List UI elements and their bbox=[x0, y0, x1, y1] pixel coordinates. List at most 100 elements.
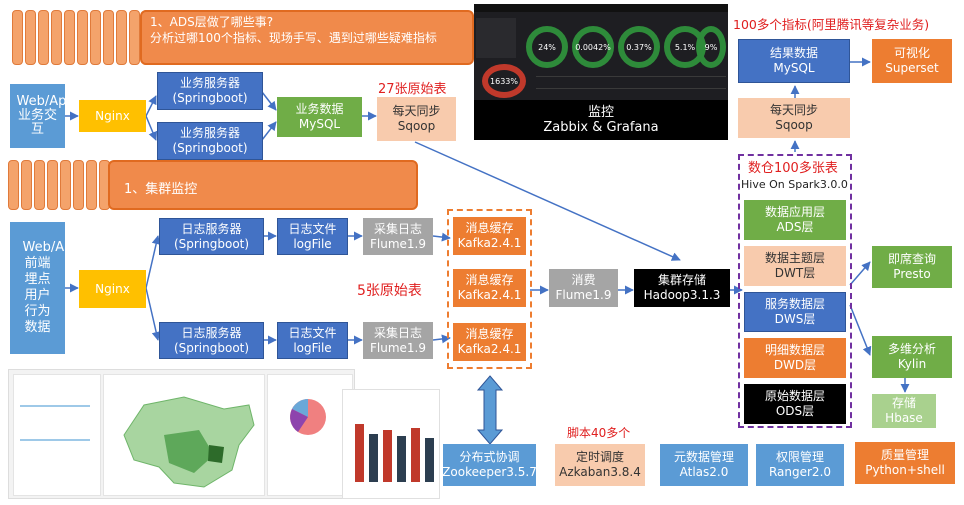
atlas: 元数据管理 Atlas2.0 bbox=[660, 444, 748, 486]
dashboard-panel-left bbox=[13, 374, 101, 496]
kafka-2-sub: Kafka2.4.1 bbox=[457, 288, 522, 302]
kafka-2: 消息缓存 Kafka2.4.1 bbox=[453, 269, 526, 307]
azkaban-title: 定时调度 bbox=[575, 450, 624, 464]
quality: 质量管理 Python+shell bbox=[855, 442, 955, 484]
hbase-sub: Hbase bbox=[885, 411, 923, 425]
gauge-big: 1633% bbox=[482, 64, 526, 98]
layer-dwd-title: 明细数据层 bbox=[764, 343, 825, 357]
nginx-2: Nginx bbox=[79, 270, 146, 308]
monitor-sub: Zabbix & Grafana bbox=[543, 120, 659, 135]
scripts-note: 脚本40多个 bbox=[567, 426, 631, 440]
warehouse-note: 数仓100多张表 bbox=[748, 161, 838, 176]
kafka-1-title: 消息缓存 bbox=[465, 221, 514, 235]
hadoop-storage: 集群存储 Hadoop3.1.3 bbox=[634, 269, 730, 307]
log-server-2-sub: (Springboot) bbox=[173, 340, 250, 355]
nginx-1: Nginx bbox=[79, 100, 146, 132]
flume-collect-2: 采集日志 Flume1.9 bbox=[363, 322, 433, 359]
result-mysql-title: 结果数据 bbox=[769, 46, 818, 60]
metrics-note: 100多个指标(阿里腾讯等复杂业务) bbox=[733, 17, 930, 32]
kylin: 多维分析 Kylin bbox=[872, 336, 952, 378]
azkaban: 定时调度 Azkaban3.8.4 bbox=[555, 444, 645, 486]
layer-dwd: 明细数据层 DWD层 bbox=[744, 338, 846, 378]
gauge-3: 0.37% bbox=[618, 26, 660, 68]
top-banner-bg bbox=[140, 10, 474, 65]
biz-server-1: 业务服务器 (Springboot) bbox=[157, 72, 263, 110]
presto-title: 即席查询 bbox=[887, 252, 936, 266]
layer-dws: 服务数据层 DWS层 bbox=[744, 292, 846, 332]
layer-ads-title: 数据应用层 bbox=[764, 205, 825, 219]
log-file-2: 日志文件 logFile bbox=[277, 322, 348, 359]
superset-sub: Superset bbox=[885, 61, 939, 75]
biz-server-2-sub: (Springboot) bbox=[172, 141, 248, 155]
kafka-group bbox=[447, 209, 532, 369]
biz-server-2: 业务服务器 (Springboot) bbox=[157, 122, 263, 160]
log-file-1-sub: logFile bbox=[293, 236, 332, 251]
banner-subtitle: 分析过哪100个指标、现场手写、遇到过哪些疑难指标 bbox=[150, 31, 437, 45]
biz-server-2-title: 业务服务器 bbox=[179, 126, 240, 140]
ranger: 权限管理 Ranger2.0 bbox=[756, 444, 844, 486]
log-file-2-title: 日志文件 bbox=[288, 325, 337, 340]
flume-collect-1-title: 采集日志 bbox=[373, 221, 422, 236]
hadoop-storage-sub: Hadoop3.1.3 bbox=[643, 288, 721, 302]
grafana-screenshot: 24% 0.0042% 0.37% 5.1% 9% 1633% bbox=[474, 4, 728, 100]
azkaban-sub: Azkaban3.8.4 bbox=[559, 465, 641, 479]
layer-dws-title: 服务数据层 bbox=[764, 297, 825, 311]
warehouse-engine: Hive On Spark3.0.0 bbox=[741, 178, 848, 191]
flume-collect-2-title: 采集日志 bbox=[373, 325, 422, 340]
layer-dwt: 数据主题层 DWT层 bbox=[744, 246, 846, 286]
kafka-1: 消息缓存 Kafka2.4.1 bbox=[453, 217, 526, 255]
log-server-1-sub: (Springboot) bbox=[173, 236, 250, 251]
flume-collect-2-sub: Flume1.9 bbox=[370, 340, 426, 355]
layer-ods: 原始数据层 ODS层 bbox=[744, 384, 846, 424]
layer-dwd-sub: DWD层 bbox=[773, 358, 817, 372]
business-mysql-title: 业务数据 bbox=[295, 102, 344, 116]
business-mysql: 业务数据 MySQL bbox=[277, 97, 362, 137]
business-source: Web/App业务交互 bbox=[10, 84, 75, 148]
log-file-1-title: 日志文件 bbox=[288, 221, 337, 236]
china-map-icon bbox=[123, 396, 255, 488]
presto-sub: Presto bbox=[893, 267, 931, 281]
flume-consume-title: 消费 bbox=[571, 273, 596, 287]
monitor-box: 监控 Zabbix & Grafana bbox=[474, 100, 728, 140]
bar-chart-icon bbox=[355, 424, 434, 482]
layer-dwt-sub: DWT层 bbox=[774, 266, 816, 280]
layer-ods-sub: ODS层 bbox=[775, 404, 815, 418]
log-server-1: 日志服务器 (Springboot) bbox=[159, 218, 264, 255]
kafka-3: 消息缓存 Kafka2.4.1 bbox=[453, 323, 526, 361]
business-source-label: Web/App业务交互 bbox=[16, 94, 75, 137]
cluster-banner-text: 1、集群监控 bbox=[124, 182, 198, 197]
presto: 即席查询 Presto bbox=[872, 246, 952, 288]
flume-consume: 消费 Flume1.9 bbox=[549, 269, 618, 307]
layer-ads-sub: ADS层 bbox=[776, 220, 814, 234]
kafka-3-sub: Kafka2.4.1 bbox=[457, 342, 522, 356]
sqoop-import: 每天同步 Sqoop bbox=[377, 97, 456, 141]
map-panel bbox=[103, 374, 265, 496]
biz-server-1-title: 业务服务器 bbox=[179, 76, 240, 90]
gauge-2: 0.0042% bbox=[572, 26, 614, 68]
kafka-2-title: 消息缓存 bbox=[465, 273, 514, 287]
log-server-2-title: 日志服务器 bbox=[181, 325, 242, 340]
cluster-banner bbox=[108, 160, 418, 210]
superset-title: 可视化 bbox=[893, 46, 930, 60]
hadoop-storage-title: 集群存储 bbox=[657, 273, 706, 287]
biz-server-1-sub: (Springboot) bbox=[172, 91, 248, 105]
dashboard-thumbnail bbox=[8, 369, 355, 499]
top-banner-text: 1、ADS层做了哪些事? 分析过哪100个指标、现场手写、遇到过哪些疑难指标 bbox=[150, 14, 462, 46]
sqoop-export-title: 每天同步 bbox=[769, 103, 818, 117]
sqoop-export: 每天同步 Sqoop bbox=[738, 98, 850, 138]
banner-title: 1、ADS层做了哪些事? bbox=[150, 15, 274, 29]
zookeeper-title: 分布式协调 bbox=[459, 450, 520, 464]
flume-collect-1: 采集日志 Flume1.9 bbox=[363, 218, 433, 255]
pie-icon bbox=[290, 399, 326, 435]
flume-consume-sub: Flume1.9 bbox=[555, 288, 612, 302]
ranger-sub: Ranger2.0 bbox=[768, 465, 832, 479]
kafka-1-sub: Kafka2.4.1 bbox=[457, 236, 522, 250]
kylin-title: 多维分析 bbox=[887, 342, 936, 356]
sqoop-export-sub: Sqoop bbox=[775, 118, 813, 132]
hbase-title: 存储 bbox=[891, 396, 916, 410]
atlas-sub: Atlas2.0 bbox=[679, 465, 729, 479]
zookeeper-sub: Zookeeper3.5.7 bbox=[442, 465, 537, 479]
warehouse-group bbox=[738, 154, 852, 428]
flume-collect-1-sub: Flume1.9 bbox=[370, 236, 426, 251]
